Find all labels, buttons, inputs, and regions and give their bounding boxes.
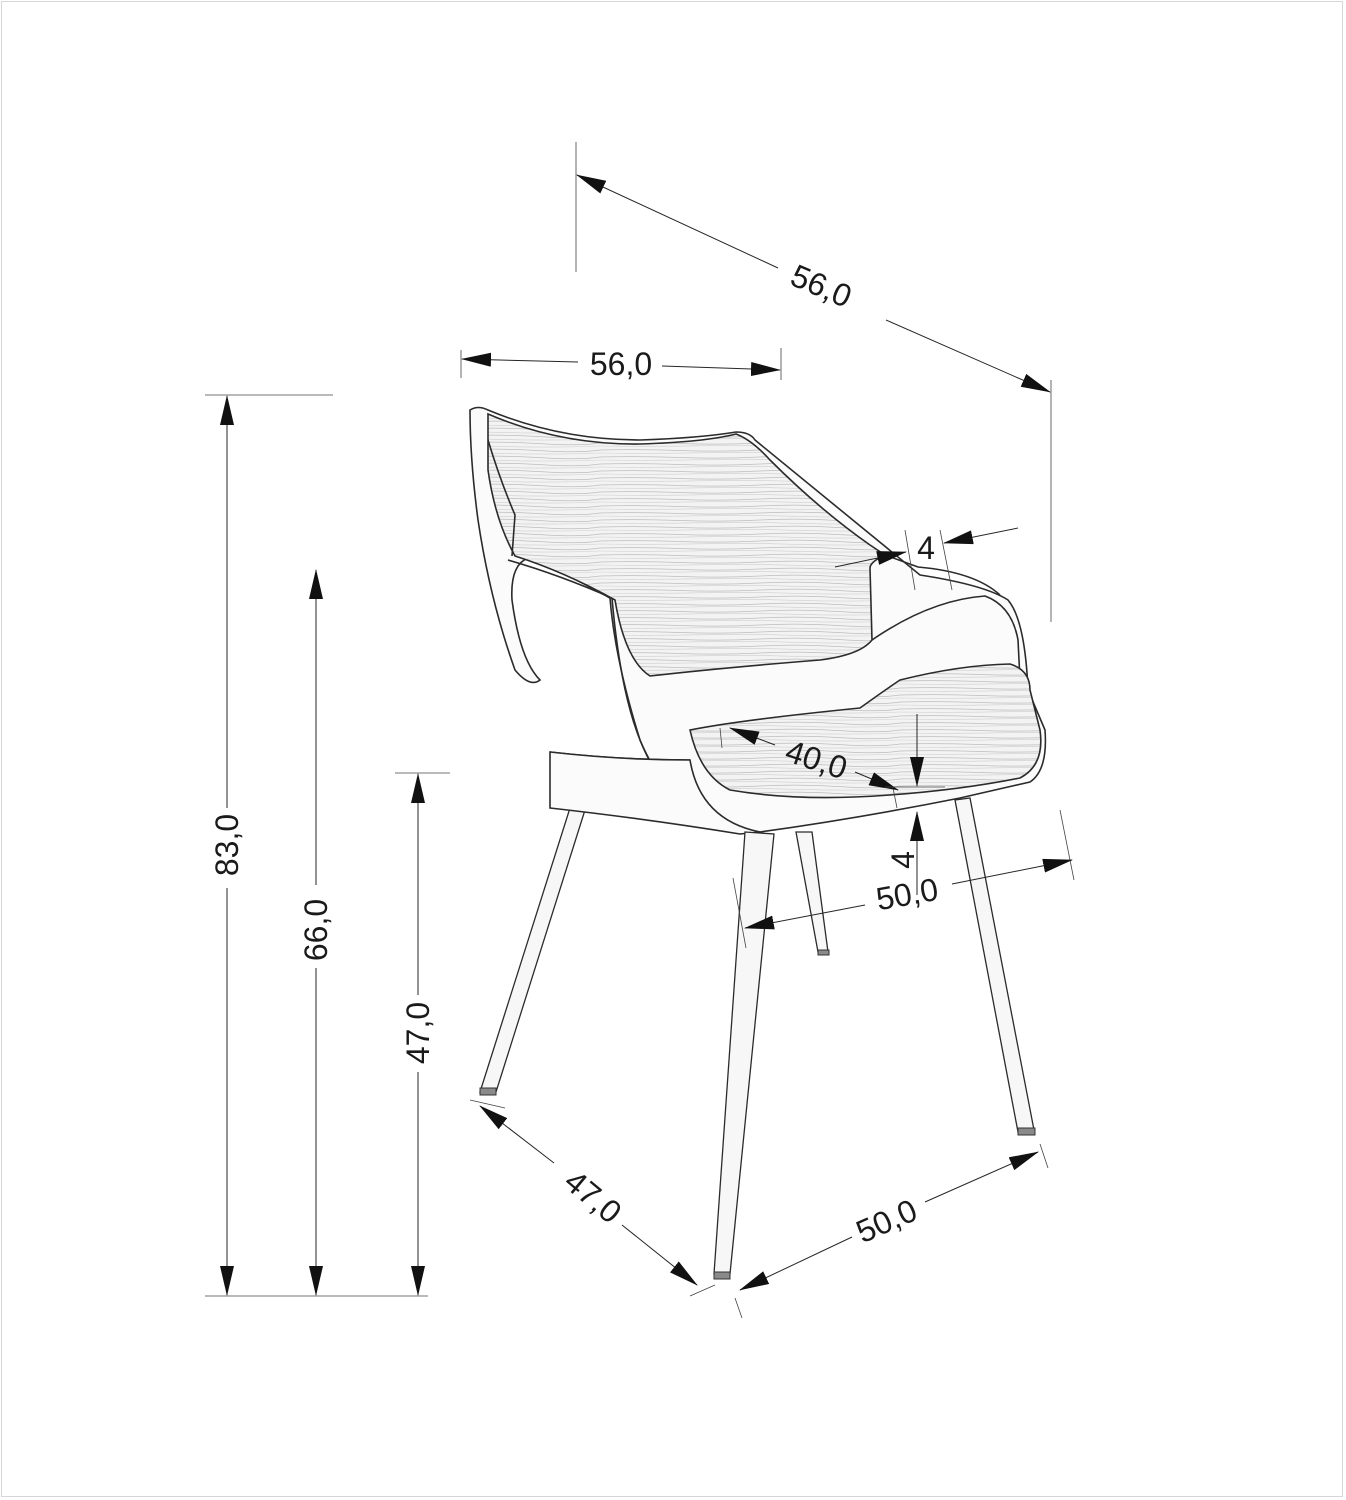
foot-cap bbox=[1017, 1127, 1036, 1136]
label-armrest-height: 66,0 bbox=[298, 899, 334, 961]
back-right-leg bbox=[795, 831, 829, 953]
armrest-top-edge bbox=[884, 554, 1001, 596]
dim-line-arm-thickness bbox=[834, 551, 907, 568]
label-overall-height: 83,0 bbox=[209, 814, 245, 876]
label-base-width: 50,0 bbox=[851, 1192, 923, 1250]
dim-line-depth bbox=[576, 174, 779, 269]
seat-cushion bbox=[689, 663, 1042, 799]
dim-line-base-width bbox=[739, 1236, 853, 1291]
label-arm-thickness: 4 bbox=[917, 530, 935, 566]
dim-line-top-width bbox=[461, 352, 579, 367]
dim-line-seat-width bbox=[744, 904, 866, 930]
front-right-leg bbox=[954, 797, 1035, 1133]
dim-line-base-depth bbox=[479, 1105, 555, 1164]
back-left-leg bbox=[479, 807, 586, 1093]
front-left-leg bbox=[713, 831, 775, 1275]
foot-cap bbox=[479, 1087, 497, 1096]
chair-drawing bbox=[469, 406, 1047, 1280]
label-top-width: 56,0 bbox=[590, 346, 652, 382]
dimension-lines: 83,0 66,0 47,0 56,0 56,0 4 40,0 bbox=[205, 142, 1075, 1319]
seat-base bbox=[549, 751, 761, 835]
backrest-panel bbox=[487, 412, 887, 677]
foot-cap bbox=[817, 949, 830, 956]
label-depth: 56,0 bbox=[786, 257, 857, 314]
label-seat-width: 50,0 bbox=[873, 871, 941, 917]
backrest-fold-line bbox=[487, 439, 516, 557]
label-base-depth: 47,0 bbox=[558, 1163, 629, 1231]
foot-cap bbox=[713, 1271, 731, 1280]
label-seat-height: 47,0 bbox=[400, 1002, 436, 1064]
label-seat-thickness: 4 bbox=[885, 851, 921, 869]
dim-line-seat-depth bbox=[729, 727, 776, 746]
armrest-curve bbox=[871, 595, 1021, 681]
